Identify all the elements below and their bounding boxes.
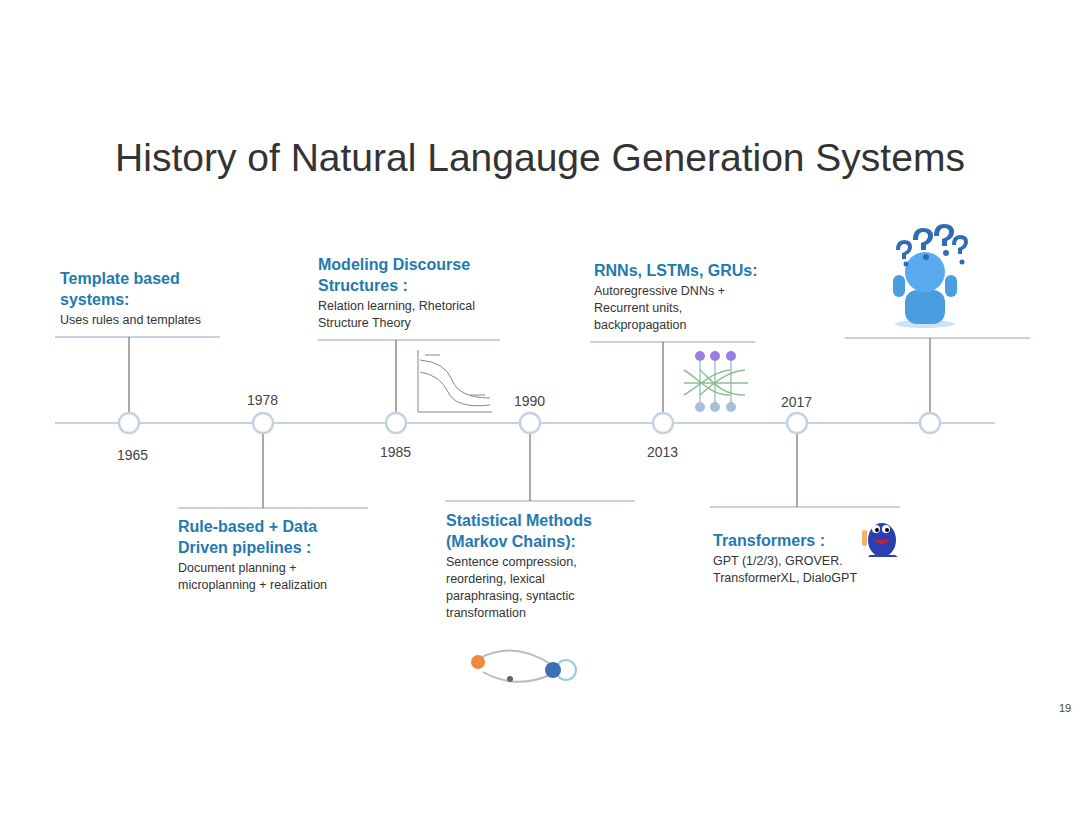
- year-label: 1965: [117, 447, 148, 463]
- year-label: 2017: [781, 394, 812, 410]
- year-label: 1990: [514, 393, 545, 409]
- timeline-event: Rule-based + Data Driven pipelines :Docu…: [178, 516, 363, 594]
- event-heading: Transformers :: [713, 530, 878, 551]
- timeline-event: Transformers :GPT (1/2/3), GROVER. Trans…: [713, 530, 878, 587]
- event-heading: Template based systems:: [60, 268, 220, 310]
- slide-title: History of Natural Langauge Generation S…: [0, 136, 1080, 180]
- timeline-event: Modeling Discourse Structures :Relation …: [318, 254, 503, 332]
- year-label: 1978: [247, 392, 278, 408]
- timeline-event: RNNs, LSTMs, GRUs:Autoregressive DNNs + …: [594, 260, 759, 334]
- event-heading: Modeling Discourse Structures :: [318, 254, 503, 296]
- timeline-event: Template based systems: Uses rules and te…: [60, 268, 220, 329]
- event-description: Sentence compression, reordering, lexica…: [446, 554, 621, 622]
- event-description: Document planning + microplanning + real…: [178, 560, 363, 594]
- event-heading: Rule-based + Data Driven pipelines :: [178, 516, 363, 558]
- event-description: Autoregressive DNNs + Recurrent units, b…: [594, 283, 759, 334]
- event-description: Uses rules and templates: [60, 312, 220, 329]
- event-description: Relation learning, Rhetorical Structure …: [318, 298, 503, 332]
- year-label: 1985: [380, 444, 411, 460]
- event-description: GPT (1/2/3), GROVER. TransformerXL, Dial…: [713, 553, 878, 587]
- event-heading: RNNs, LSTMs, GRUs:: [594, 260, 759, 281]
- timeline-event: Statistical Methods (Markov Chains):Sent…: [446, 510, 621, 622]
- page-number: 19: [1059, 702, 1071, 714]
- event-heading: Statistical Methods (Markov Chains):: [446, 510, 621, 552]
- year-label: 2013: [647, 444, 678, 460]
